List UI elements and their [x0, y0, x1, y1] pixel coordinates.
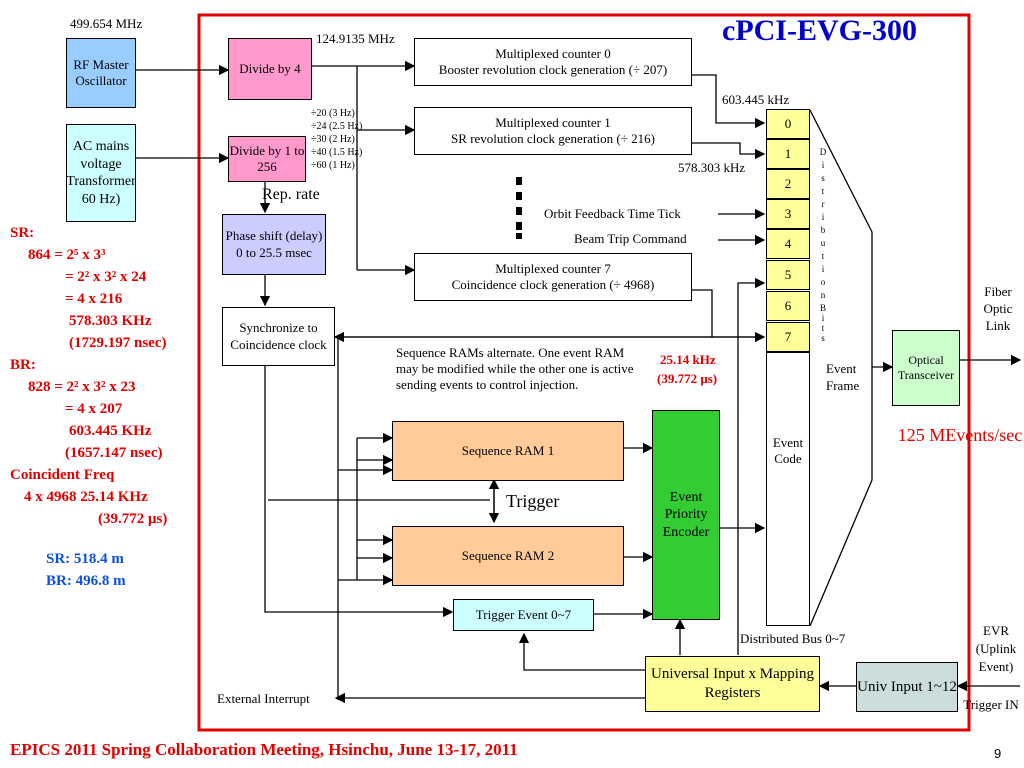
br-line: 603.445 KHz — [69, 423, 152, 439]
dist-bit-letter: n — [820, 290, 826, 300]
evr-uplink-label: EVR (Uplink Event) — [975, 623, 1017, 674]
dist-bit-letter: s — [821, 173, 825, 183]
ac-mains-transformer: AC mains voltage Transformer 60 Hz) — [66, 124, 136, 222]
sr-length: SR: 518.4 m — [46, 551, 124, 567]
divide-by-1-to-256: Divide by 1 to 256 — [228, 136, 306, 182]
freq-603-label: 603.445 kHz — [722, 92, 790, 107]
dist-bit-letter: o — [820, 277, 826, 287]
divisor-item: ÷24 (2.5 Hz) — [311, 121, 363, 132]
counter-desc: SR revolution clock generation (÷ 216) — [451, 131, 655, 146]
dist-bit-letter: i — [821, 212, 825, 222]
dist-bit-letter: t — [821, 251, 825, 261]
trigger-event-box: Trigger Event 0~7 — [453, 599, 594, 631]
event-code-label: Event Code — [772, 435, 804, 467]
sr-line: = 4 x 216 — [65, 291, 123, 307]
dist-bit-letter: i — [821, 264, 825, 274]
sequence-ram-2: Sequence RAM 2 — [392, 526, 624, 586]
bus-slot-4: 4 — [766, 229, 810, 259]
multiplexed-counter-7: Multiplexed counter 7 Coincidence clock … — [414, 253, 692, 301]
page-number: 9 — [994, 746, 1002, 761]
trigger-label: Trigger — [506, 491, 560, 511]
orbit-feedback-label: Orbit Feedback Time Tick — [544, 206, 681, 221]
counter-desc: Booster revolution clock generation (÷ 2… — [438, 62, 668, 77]
bus-slot-5: 5 — [766, 260, 810, 290]
counter-title: Multiplexed counter 1 — [495, 114, 611, 130]
fiber-optic-link: Fiber Optic Link — [983, 284, 1013, 333]
br-line: 828 = 2² x 3² x 23 — [28, 379, 136, 395]
distributed-bus-label: Distributed Bus 0~7 — [740, 631, 846, 646]
coinc-freq-khz: 25.14 kHz — [660, 352, 716, 367]
optical-transceiver: Optical Transceiver — [892, 330, 960, 406]
divide-by-4: Divide by 4 — [228, 38, 312, 100]
br-length: BR: 496.8 m — [46, 573, 126, 589]
br-line: (1657.147 nsec) — [65, 445, 163, 461]
bus-slot-7: 7 — [766, 322, 810, 352]
bus-slot-2: 2 — [766, 169, 810, 199]
sync-coincidence-box: Synchronize to Coincidence clock — [222, 307, 335, 366]
univ-input-box: Univ Input 1~12 — [856, 662, 958, 712]
bus-slot-1: 1 — [766, 139, 810, 169]
bus-slot-0: 0 — [766, 109, 810, 139]
dist-bit-letter: D — [819, 147, 827, 157]
freq-578-label: 578.303 kHz — [678, 160, 746, 175]
event-code-column: Event Code — [766, 352, 810, 626]
beam-trip-label: Beam Trip Command — [574, 231, 687, 246]
rf-master-oscillator: RF Master Oscillator — [66, 38, 136, 108]
dist-bit-letter: B — [819, 303, 826, 313]
br-label: BR: — [10, 357, 36, 373]
dist-bit-letter: t — [821, 186, 825, 196]
slide-title: cPCI-EVG-300 — [722, 14, 917, 47]
sr-line: 578.303 KHz — [69, 313, 152, 329]
coinc-period: (39.772 μs) — [657, 371, 718, 386]
universal-input-mapping: Universal Input x Mapping Registers — [645, 656, 820, 712]
footer-text: EPICS 2011 Spring Collaboration Meeting,… — [10, 740, 518, 759]
phase-shift-box: Phase shift (delay) 0 to 25.5 msec — [222, 214, 326, 275]
external-interrupt-label: External Interrupt — [217, 691, 310, 706]
multiplexed-counter-1: Multiplexed counter 1 SR revolution cloc… — [414, 107, 692, 155]
sr-line: 864 = 2⁵ x 3³ — [28, 247, 106, 263]
sr-label: SR: — [10, 225, 35, 241]
coinc-line: 4 x 4968 25.14 KHz — [24, 489, 148, 505]
dist-bit-letter: t — [821, 323, 825, 333]
divisor-item: ÷30 (2 Hz) — [311, 134, 355, 145]
freq-124-label: 124.9135 MHz — [316, 31, 395, 46]
dist-bit-letter: b — [820, 225, 826, 235]
divisor-item: ÷20 (3 Hz) — [311, 108, 355, 119]
sr-line: = 2² x 3² x 24 — [65, 269, 147, 285]
dist-bit-letter: u — [820, 238, 826, 248]
board-frame — [197, 13, 971, 732]
event-frame-label: Event Frame — [826, 361, 860, 393]
divisor-list: ÷20 (3 Hz) ÷24 (2.5 Hz) ÷30 (2 Hz) ÷40 (… — [311, 107, 362, 172]
dist-bit-letter: i — [821, 160, 825, 170]
coinc-label: Coincident Freq — [10, 467, 115, 483]
sequence-ram-1: Sequence RAM 1 — [392, 421, 624, 481]
dist-bit-letter: r — [821, 199, 825, 209]
coinc-line: (39.772 μs) — [98, 511, 168, 527]
dist-bit-letter: i — [821, 313, 825, 323]
counter-title: Multiplexed counter 0 — [495, 45, 611, 61]
multiplexed-counter-0: Multiplexed counter 0 Booster revolution… — [414, 38, 692, 86]
rep-rate-label: Rep. rate — [262, 186, 320, 203]
sr-notes: SR: 864 = 2⁵ x 3³ = 2² x 3² x 24 = 4 x 2… — [10, 222, 167, 530]
event-priority-encoder: Event Priority Encoder — [652, 410, 720, 620]
sequence-note: Sequence RAMs alternate. One event RAM m… — [396, 345, 634, 392]
trigger-in-label: Trigger IN — [963, 697, 1019, 712]
br-line: = 4 x 207 — [65, 401, 123, 417]
divisor-item: ÷60 (1 Hz) — [311, 160, 355, 171]
counter-title: Multiplexed counter 7 — [495, 260, 611, 276]
divisor-item: ÷40 (1.5 Hz) — [311, 147, 363, 158]
counter-desc: Coincidence clock generation (÷ 4968) — [451, 277, 655, 292]
freq-499-label: 499.654 MHz — [70, 16, 143, 31]
bus-slot-6: 6 — [766, 291, 810, 321]
dist-bit-letter: s — [821, 333, 825, 343]
bus-slot-3: 3 — [766, 199, 810, 229]
sr-line: (1729.197 nsec) — [69, 335, 167, 351]
event-rate: 125 MEvents/sec — [897, 425, 1023, 445]
